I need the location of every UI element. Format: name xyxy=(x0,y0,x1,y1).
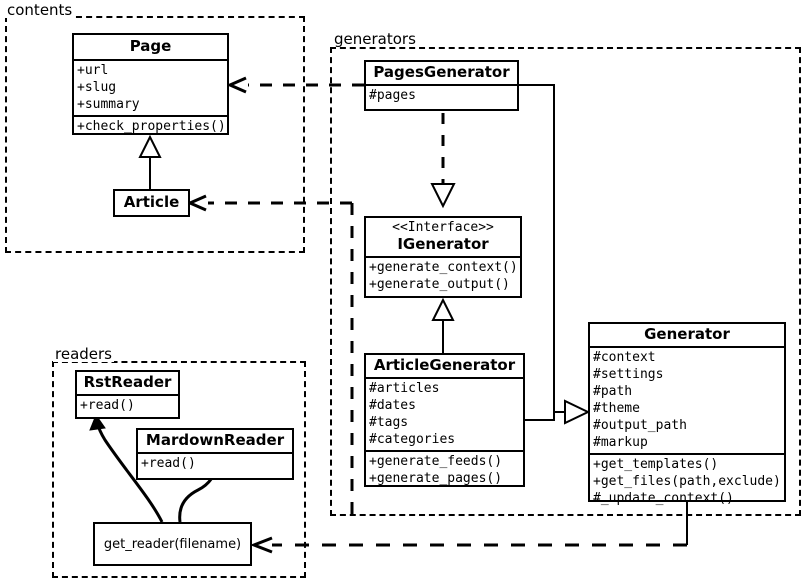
class-mardown-reader-methods: +read() xyxy=(138,452,292,474)
class-article-generator[interactable]: ArticleGenerator #articles #dates #tags … xyxy=(364,353,525,487)
class-page[interactable]: Page +url +slug +summary +check_properti… xyxy=(72,33,229,135)
class-generator-attribute: #context xyxy=(593,350,656,365)
package-generators-label: generators xyxy=(332,30,418,48)
class-article-generator-attribute: #tags xyxy=(369,415,409,430)
class-generator-attribute: #settings xyxy=(593,367,664,382)
class-article-generator-attribute: #categories xyxy=(369,432,456,447)
class-article-generator-attribute: #articles xyxy=(369,381,440,396)
class-pages-generator[interactable]: PagesGenerator #pages xyxy=(364,60,519,111)
class-igenerator-method: +generate_context() xyxy=(369,260,518,275)
class-rst-reader-method: +read() xyxy=(80,398,135,413)
package-readers-label: readers xyxy=(53,345,114,363)
class-generator-methods: +get_templates() +get_files(path,exclude… xyxy=(590,453,784,509)
package-generators[interactable] xyxy=(330,47,801,516)
class-generator-method: #_update_context() xyxy=(593,491,734,506)
class-rst-reader-title: RstReader xyxy=(83,373,172,391)
class-page-title: Page xyxy=(129,37,172,55)
class-article-generator-title: ArticleGenerator xyxy=(373,356,516,374)
package-contents-label: contents xyxy=(5,1,75,19)
class-article-generator-attributes: #articles #dates #tags #categories xyxy=(366,377,523,450)
class-pages-generator-attribute: #pages xyxy=(369,88,416,103)
class-article-generator-methods: +generate_feeds() +generate_pages() xyxy=(366,450,523,489)
class-generator-attribute: #markup xyxy=(593,435,648,450)
class-mardown-reader[interactable]: MardownReader +read() xyxy=(136,428,294,480)
class-article-title: Article xyxy=(123,193,180,211)
class-page-method: +check_properties() xyxy=(77,119,226,134)
class-page-attribute: +slug xyxy=(77,80,117,95)
class-page-methods: +check_properties() xyxy=(74,115,227,137)
class-generator-method: +get_templates() xyxy=(593,457,719,472)
function-get-reader[interactable]: get_reader(filename) xyxy=(93,522,252,566)
class-igenerator-stereotype: <<Interface>> xyxy=(392,220,494,235)
class-generator-attribute: #path xyxy=(593,384,633,399)
package-readers[interactable] xyxy=(52,361,306,578)
package-contents[interactable] xyxy=(5,16,305,253)
class-igenerator-title: IGenerator xyxy=(397,235,489,253)
class-igenerator[interactable]: <<Interface>> IGenerator +generate_conte… xyxy=(364,216,522,298)
class-generator-attribute: #theme xyxy=(593,401,640,416)
class-mardown-reader-title: MardownReader xyxy=(145,431,285,449)
class-rst-reader-methods: +read() xyxy=(77,394,178,416)
class-pages-generator-title: PagesGenerator xyxy=(373,63,510,81)
class-igenerator-method: +generate_output() xyxy=(369,277,510,292)
class-pages-generator-attributes: #pages xyxy=(366,84,517,106)
class-generator-method: +get_files(path,exclude) xyxy=(593,474,781,489)
class-article[interactable]: Article xyxy=(113,189,190,217)
class-generator-attributes: #context #settings #path #theme #output_… xyxy=(590,346,784,453)
class-article-generator-method: +generate_feeds() xyxy=(369,454,503,469)
class-article-generator-method: +generate_pages() xyxy=(369,471,503,486)
class-rst-reader[interactable]: RstReader +read() xyxy=(75,370,180,419)
class-generator[interactable]: Generator #context #settings #path #them… xyxy=(588,322,786,506)
class-page-attribute: +summary xyxy=(77,97,140,112)
function-get-reader-label: get_reader(filename) xyxy=(103,536,242,552)
class-igenerator-methods: +generate_context() +generate_output() xyxy=(366,256,520,295)
class-mardown-reader-method: +read() xyxy=(141,456,196,471)
class-generator-attribute: #output_path xyxy=(593,418,687,433)
class-article-generator-attribute: #dates xyxy=(369,398,416,413)
class-generator-title: Generator xyxy=(644,325,730,343)
class-page-attributes: +url +slug +summary xyxy=(74,59,227,115)
class-page-attribute: +url xyxy=(77,63,109,78)
